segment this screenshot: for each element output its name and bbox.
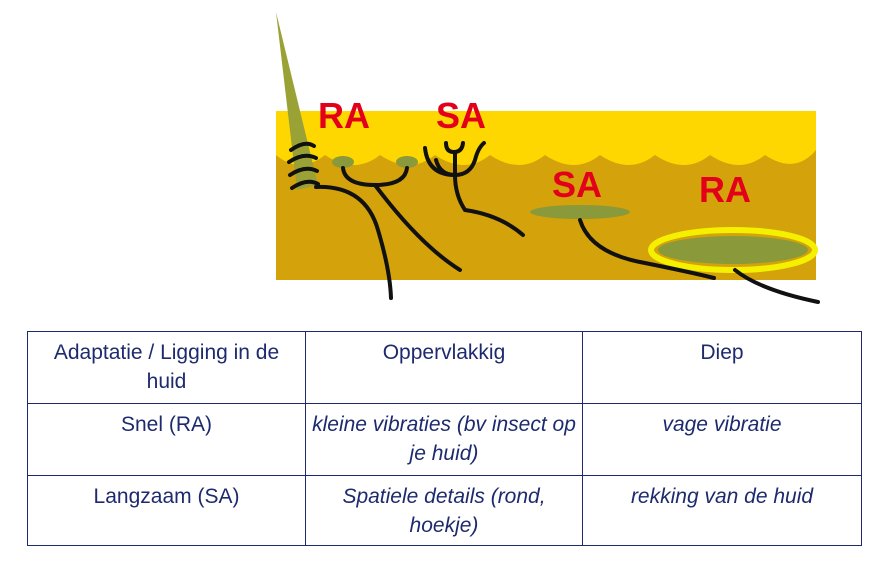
table-row: Snel (RA) kleine vibraties (bv insect op… [27, 403, 862, 476]
cell-fast-deep: vage vibratie [582, 403, 862, 476]
skin-receptor-diagram: RA SA SA RA [276, 12, 820, 304]
label-sa-deep: SA [552, 164, 602, 205]
cell-slow-deep: rekking van de huid [582, 475, 862, 546]
meissner-corpuscle-right [396, 156, 418, 168]
skin-epidermis [276, 111, 816, 165]
row-label-fast: Snel (RA) [27, 403, 306, 476]
header-cell-superficial: Oppervlakkig [305, 331, 583, 404]
receptor-table: Adaptatie / Ligging in de huid Oppervlak… [27, 331, 862, 546]
label-ra-deep: RA [699, 169, 751, 210]
table-header-row: Adaptatie / Ligging in de huid Oppervlak… [27, 331, 862, 404]
ruffini-ending [530, 205, 630, 219]
label-sa-superficial: SA [436, 95, 486, 136]
header-cell-deep: Diep [582, 331, 862, 404]
label-ra-superficial: RA [318, 95, 370, 136]
header-cell-adaptation: Adaptatie / Ligging in de huid [27, 331, 306, 404]
table-row: Langzaam (SA) Spatiele details (rond, ho… [27, 475, 862, 546]
nerve-fibres [314, 141, 820, 304]
row-label-slow: Langzaam (SA) [27, 475, 306, 546]
cell-fast-superficial: kleine vibraties (bv insect op je huid) [305, 403, 583, 476]
meissner-corpuscle-left [332, 156, 354, 168]
cell-slow-superficial: Spatiele details (rond, hoekje) [305, 475, 583, 546]
pacinian-corpuscle-core [658, 236, 808, 264]
hair-follicle-nerve-coils [287, 141, 320, 190]
